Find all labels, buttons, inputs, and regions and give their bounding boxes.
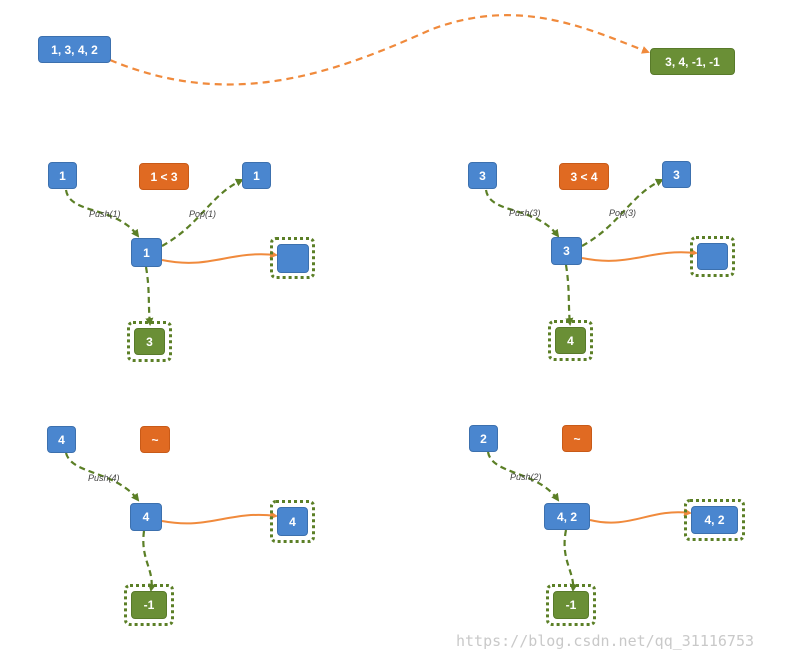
stack-top-box: 3 xyxy=(551,237,582,265)
push-label: Push(4) xyxy=(88,473,120,483)
stack-after-box: 4 xyxy=(277,507,308,536)
pop-label: Pop(1) xyxy=(189,209,217,219)
result-arrow-4 xyxy=(563,529,578,592)
stack-after-box xyxy=(277,244,309,273)
stack-top-box: 1 xyxy=(131,238,162,267)
result-box: 4 xyxy=(555,327,586,354)
stack-after-frame xyxy=(684,499,745,541)
result-arrow-3 xyxy=(142,530,157,592)
stack-after-frame xyxy=(690,236,735,277)
result-frame xyxy=(548,320,593,361)
popped-element-box: 1 xyxy=(242,162,271,189)
comparison-badge: ~ xyxy=(140,426,170,453)
stack-after-box xyxy=(697,243,728,270)
stack-top-box: 4 xyxy=(130,503,162,531)
push-label: Push(2) xyxy=(510,472,542,482)
current-element-box: 1 xyxy=(48,162,77,189)
stack-arrow-2 xyxy=(581,248,698,262)
stack-top-box: 4, 2 xyxy=(544,503,590,530)
result-arrow-2 xyxy=(564,264,574,326)
pop-arrow-2 xyxy=(581,178,664,247)
result-frame xyxy=(546,584,596,626)
result-box: 3 xyxy=(134,328,165,355)
stack-after-frame xyxy=(270,500,315,543)
pop-arrow-1 xyxy=(161,178,244,247)
push-label: Push(3) xyxy=(509,208,541,218)
result-frame xyxy=(127,321,172,362)
current-element-box: 3 xyxy=(468,162,497,189)
output-array-box: 3, 4, -1, -1 xyxy=(650,48,735,75)
watermark-text: https://blog.csdn.net/qq_31116753 xyxy=(456,632,755,650)
stack-arrow-4 xyxy=(589,508,692,524)
result-arrow-1 xyxy=(144,266,154,326)
popped-element-box: 3 xyxy=(662,161,691,188)
stack-after-box: 4, 2 xyxy=(691,506,738,534)
result-frame xyxy=(124,584,174,626)
current-element-box: 2 xyxy=(469,425,498,452)
result-box: -1 xyxy=(131,591,167,619)
pop-label: Pop(3) xyxy=(609,208,637,218)
comparison-badge: 1 < 3 xyxy=(139,163,189,190)
stack-arrow-3 xyxy=(161,511,278,525)
stack-arrow-1 xyxy=(161,250,278,264)
comparison-badge: 3 < 4 xyxy=(559,163,609,190)
input-array-box: 1, 3, 4, 2 xyxy=(38,36,111,63)
comparison-badge: ~ xyxy=(562,425,592,452)
stack-after-frame xyxy=(270,237,315,279)
result-box: -1 xyxy=(553,591,589,619)
push-label: Push(1) xyxy=(89,209,121,219)
current-element-box: 4 xyxy=(47,426,76,453)
overview-arrow xyxy=(109,14,650,86)
